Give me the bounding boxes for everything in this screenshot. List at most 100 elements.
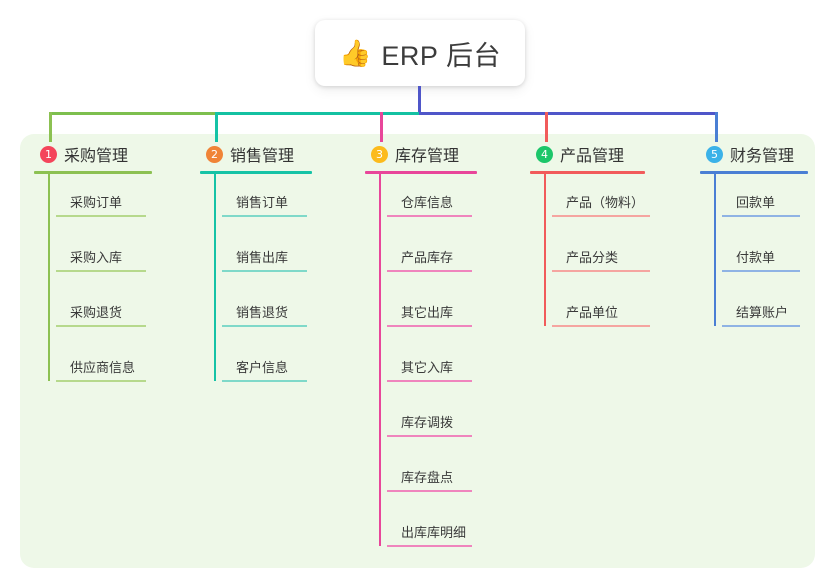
leaf-node-rule: [387, 545, 472, 547]
root-trunk-connector: [418, 86, 421, 112]
leaf-node-label: 仓库信息: [401, 195, 454, 210]
leaf-node[interactable]: 销售退货: [214, 302, 307, 327]
leaf-node[interactable]: 销售出库: [214, 247, 307, 272]
leaf-node-rule: [387, 380, 472, 382]
branch-header-rule: [34, 171, 152, 174]
branch-column-3: 3 库存管理仓库信息产品库存其它出库其它入库库存调拨库存盘点出库库明细: [365, 142, 477, 547]
branch-title: 财务管理: [730, 148, 795, 165]
leaf-node-rule: [552, 270, 650, 272]
leaf-node[interactable]: 产品库存: [379, 247, 472, 272]
leaf-node[interactable]: 客户信息: [214, 357, 307, 382]
leaf-node-rule: [222, 215, 307, 217]
leaf-node-rule: [387, 435, 472, 437]
leaf-node[interactable]: 其它出库: [379, 302, 472, 327]
branches-panel: [20, 134, 815, 568]
leaf-node-label: 付款单: [736, 250, 776, 265]
leaf-node-label: 产品单位: [566, 305, 619, 320]
leaf-node-rule: [722, 215, 800, 217]
bus-segment-1: [49, 112, 215, 115]
leaf-node-label: 客户信息: [236, 360, 289, 375]
branch-number-badge: 4: [536, 145, 553, 163]
leaf-node-rule: [552, 215, 650, 217]
leaf-node[interactable]: 采购入库: [48, 247, 146, 272]
leaf-node[interactable]: 回款单: [714, 192, 800, 217]
branch-title: 库存管理: [395, 148, 460, 165]
leaf-node[interactable]: 采购订单: [48, 192, 146, 217]
leaf-node-label: 库存盘点: [401, 470, 454, 485]
leaf-node[interactable]: 供应商信息: [48, 357, 146, 382]
branch-drop-4: [545, 112, 548, 142]
branch-header-rule: [530, 171, 645, 174]
leaf-node[interactable]: 结算账户: [714, 302, 800, 327]
branch-column-4: 4 产品管理产品（物料） 产品分类产品单位: [530, 142, 650, 327]
branch-drop-3: [380, 112, 383, 142]
leaf-node-label: 其它出库: [401, 305, 454, 320]
root-node[interactable]: 👍 ERP 后台: [315, 20, 525, 86]
leaf-node[interactable]: 其它入库: [379, 357, 472, 382]
leaf-node-label: 回款单: [736, 195, 776, 210]
branch-number-badge: 2: [206, 145, 223, 163]
leaf-node-label: 销售出库: [236, 250, 289, 265]
branch-number-badge: 1: [40, 145, 57, 163]
leaf-node-rule: [722, 325, 800, 327]
leaf-node[interactable]: 仓库信息: [379, 192, 472, 217]
branch-header-rule: [200, 171, 312, 174]
leaf-node-label: 采购退货: [70, 305, 123, 320]
leaf-node[interactable]: 产品（物料）: [544, 192, 652, 217]
branch-spine: [544, 171, 546, 326]
branch-title: 产品管理: [560, 148, 625, 165]
branch-spine: [379, 171, 381, 546]
branch-drop-5: [715, 112, 718, 142]
branch-number-badge: 3: [371, 145, 388, 163]
branch-column-1: 1 采购管理采购订单采购入库采购退货供应商信息: [34, 142, 152, 382]
bus-segment-2: [215, 112, 419, 115]
leaf-node[interactable]: 出库库明细: [379, 522, 474, 547]
leaf-node-rule: [387, 490, 472, 492]
leaf-node[interactable]: 付款单: [714, 247, 800, 272]
branch-column-5: 5 财务管理回款单付款单结算账户: [700, 142, 808, 327]
branch-title: 采购管理: [64, 148, 129, 165]
branch-header-2[interactable]: 2 销售管理: [200, 142, 312, 166]
branch-header-5[interactable]: 5 财务管理: [700, 142, 808, 166]
leaf-node-rule: [56, 325, 146, 327]
leaf-node-rule: [387, 270, 472, 272]
leaf-node-label: 产品（物料）: [566, 195, 645, 210]
leaf-node-label: 销售订单: [236, 195, 289, 210]
branch-spine: [48, 171, 50, 381]
leaf-node-rule: [387, 215, 472, 217]
leaf-node[interactable]: 库存盘点: [379, 467, 472, 492]
branch-header-3[interactable]: 3 库存管理: [365, 142, 477, 166]
branch-header-1[interactable]: 1 采购管理: [34, 142, 152, 166]
leaf-node-label: 采购订单: [70, 195, 123, 210]
leaf-node-rule: [56, 270, 146, 272]
branch-header-rule: [365, 171, 477, 174]
leaf-node[interactable]: 产品分类: [544, 247, 650, 272]
leaf-node[interactable]: 产品单位: [544, 302, 650, 327]
branch-header-rule: [700, 171, 808, 174]
branch-number-badge: 5: [706, 145, 723, 163]
leaf-node-label: 结算账户: [736, 305, 789, 320]
leaf-node[interactable]: 采购退货: [48, 302, 146, 327]
leaf-node-rule: [56, 215, 146, 217]
leaf-node-rule: [222, 325, 307, 327]
leaf-node-label: 产品分类: [566, 250, 619, 265]
leaf-node-label: 其它入库: [401, 360, 454, 375]
leaf-node-label: 产品库存: [401, 250, 454, 265]
leaf-node-rule: [387, 325, 472, 327]
thumbs-up-icon: 👍: [339, 38, 372, 68]
branch-column-2: 2 销售管理销售订单销售出库销售退货客户信息: [200, 142, 312, 382]
leaf-node-rule: [222, 270, 307, 272]
leaf-node-label: 库存调拨: [401, 415, 454, 430]
leaf-node-rule: [552, 325, 650, 327]
leaf-node-label: 销售退货: [236, 305, 289, 320]
leaf-node[interactable]: 库存调拨: [379, 412, 472, 437]
branch-header-4[interactable]: 4 产品管理: [530, 142, 645, 166]
leaf-node-label: 供应商信息: [70, 360, 136, 375]
branch-title: 销售管理: [230, 148, 295, 165]
root-node-label: ERP 后台: [381, 40, 501, 71]
bus-segment-3: [419, 112, 718, 115]
leaf-node[interactable]: 销售订单: [214, 192, 307, 217]
leaf-node-label: 出库库明细: [401, 525, 467, 540]
branch-spine: [214, 171, 216, 381]
